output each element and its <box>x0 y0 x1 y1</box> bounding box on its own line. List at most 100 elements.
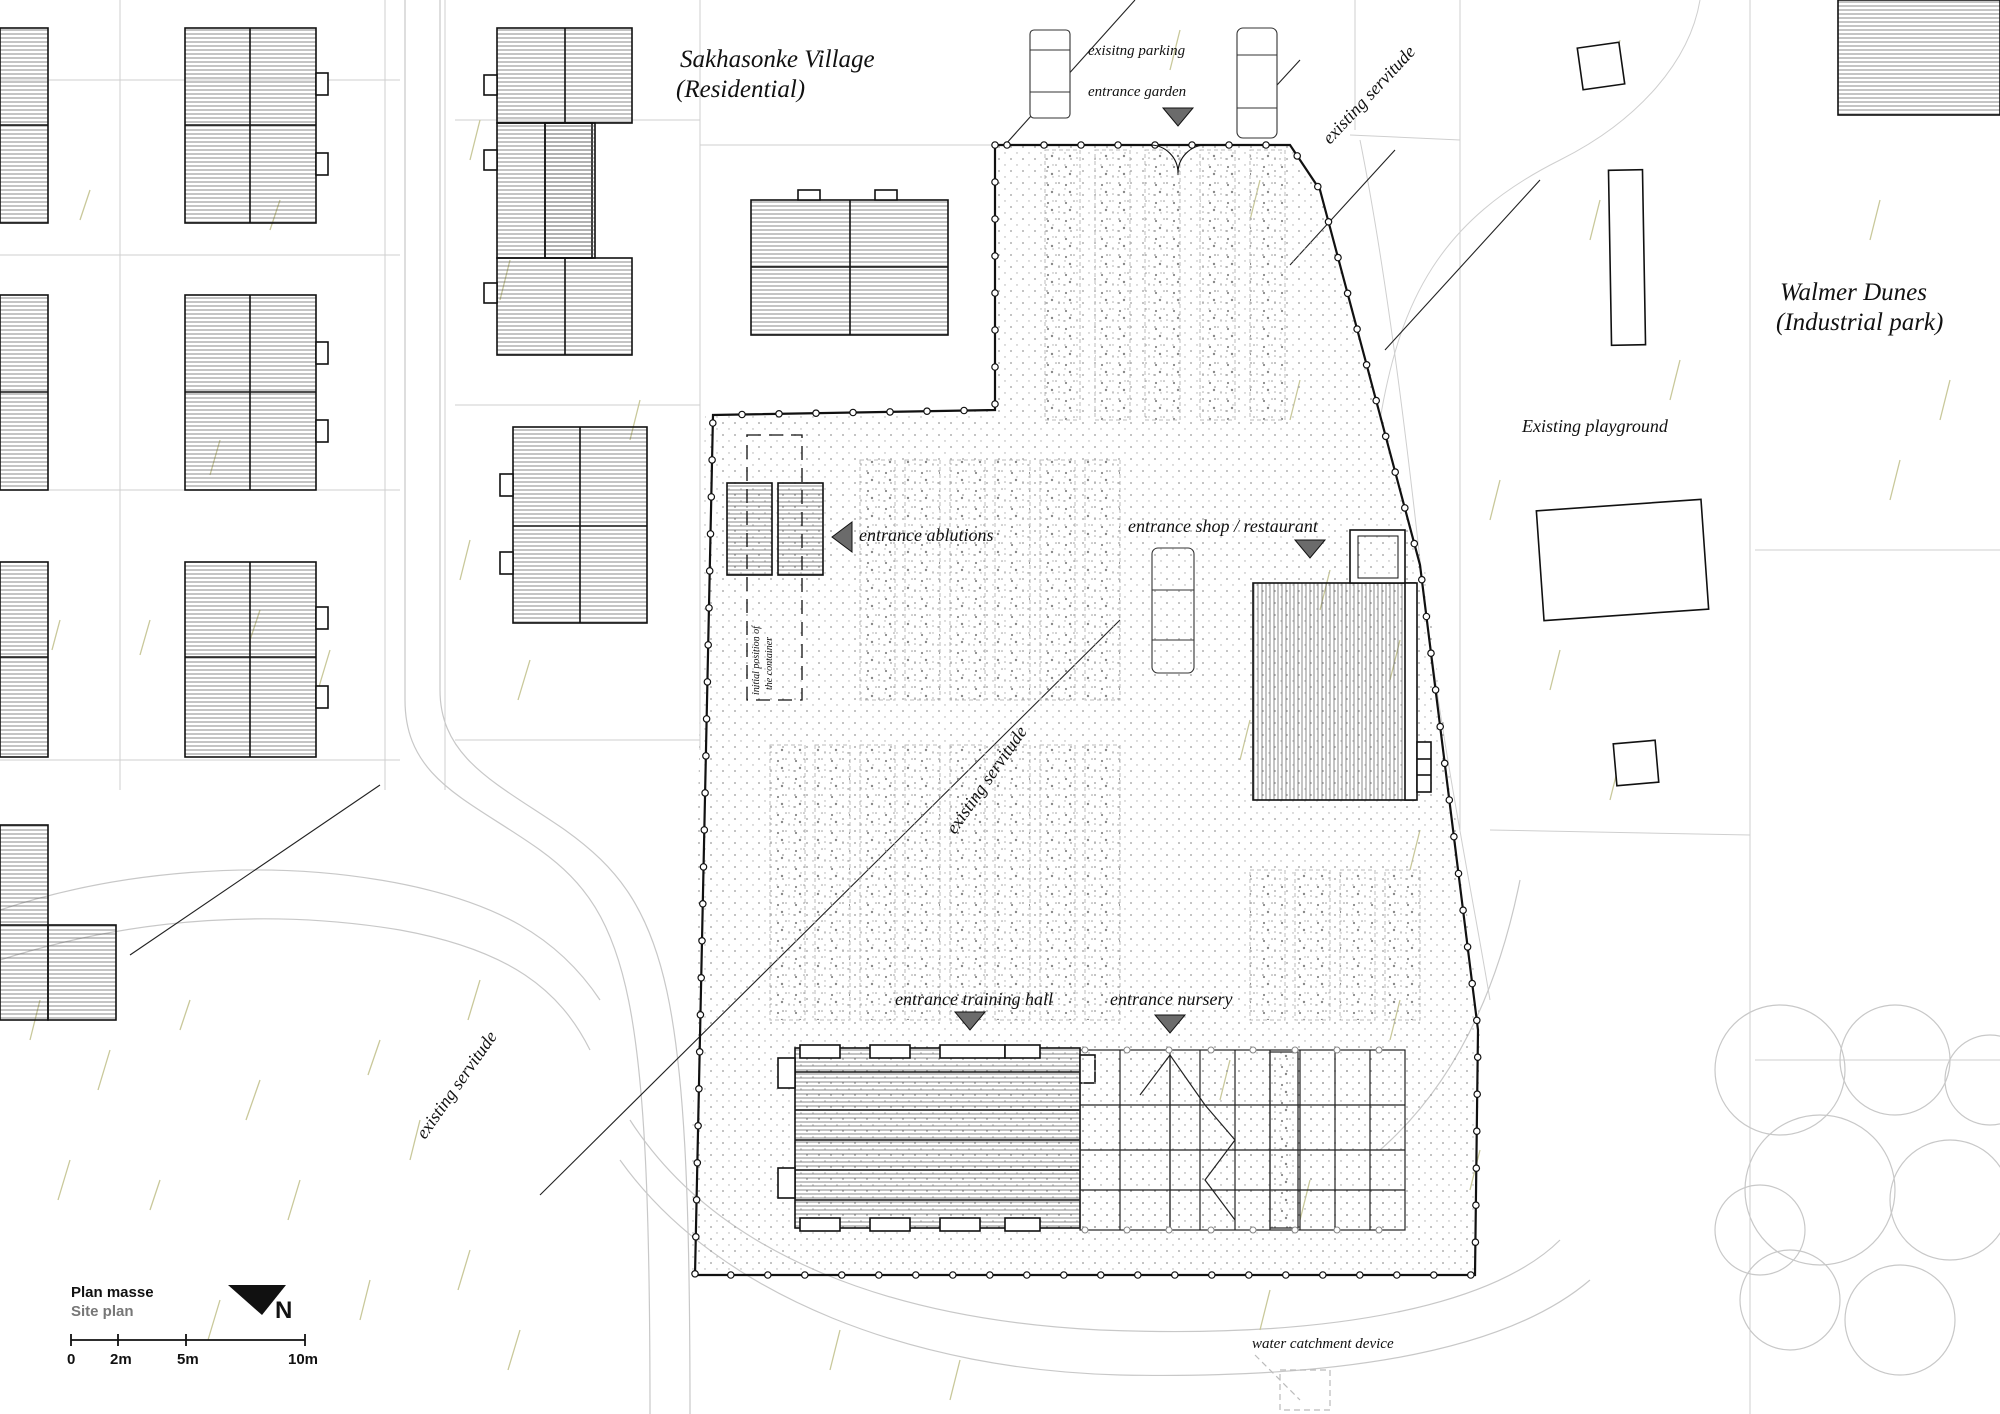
nursery-post <box>1333 1226 1341 1234</box>
fence-post <box>1262 141 1270 149</box>
fence-post <box>1391 468 1400 476</box>
entrance-garden-marker <box>1161 107 1195 127</box>
fence-post <box>960 406 968 415</box>
house <box>544 122 596 259</box>
fence-post <box>1468 979 1477 988</box>
fence-post <box>1362 360 1371 369</box>
entrance-shop-label: entrance shop / restaurant <box>1128 516 1319 536</box>
industrial-block <box>1576 41 1626 91</box>
fence-post <box>701 789 709 797</box>
fence-post <box>698 899 707 908</box>
nursery-post <box>1291 1226 1299 1234</box>
fence-post <box>800 1271 809 1279</box>
fence-post <box>1225 141 1233 149</box>
fence-post <box>705 567 714 575</box>
industrial-block <box>1607 168 1647 347</box>
fence-post <box>775 409 783 418</box>
fence-post <box>738 410 746 419</box>
fence-post <box>991 400 999 408</box>
fence-post <box>700 826 709 834</box>
playground-block <box>1535 498 1710 622</box>
fence-post <box>1171 1271 1179 1279</box>
fence-post <box>1245 1271 1253 1279</box>
fence-post <box>1471 1238 1480 1247</box>
entrance-shop-marker <box>1293 539 1327 559</box>
parking-label: exisitng parking <box>1088 43 1186 59</box>
fence-post <box>705 604 713 612</box>
training-hall <box>777 1044 1096 1232</box>
car <box>1029 29 1071 119</box>
fence-post <box>886 408 894 416</box>
fence-post <box>923 407 931 416</box>
fence-post <box>849 408 857 417</box>
servitude-top-label: existing servitude <box>1318 42 1419 148</box>
nursery-post <box>1207 1226 1215 1234</box>
fence-post <box>1427 649 1435 658</box>
fence-post <box>704 641 713 649</box>
fence-post <box>1459 906 1467 915</box>
fence-post <box>837 1271 846 1279</box>
nursery-post <box>1165 1226 1173 1234</box>
fence-post <box>699 863 708 871</box>
fence-post <box>1097 1271 1105 1279</box>
legend: Plan masse Site plan N 0 2m 5m 10m <box>67 1284 318 1368</box>
fence-post <box>991 178 999 186</box>
nursery-post <box>1375 1046 1383 1054</box>
nursery-post <box>1207 1046 1215 1054</box>
fence-post <box>1472 1201 1480 1210</box>
fence-post <box>1023 1271 1031 1279</box>
entrance-nursery-marker <box>1153 1014 1187 1034</box>
scale-label-2m: 2m <box>110 1351 132 1368</box>
fence-post <box>1436 722 1445 731</box>
scale-label-0: 0 <box>67 1351 75 1368</box>
legend-subtitle: Site plan <box>71 1303 134 1320</box>
nursery-post <box>1375 1226 1383 1234</box>
fence-post <box>874 1271 883 1279</box>
fence-post <box>695 1048 704 1056</box>
entrance-ablutions-label: entrance ablutions <box>859 525 993 545</box>
container-label-line2: the container <box>764 637 775 690</box>
site-fence <box>691 141 1482 1279</box>
nursery-post <box>1333 1046 1341 1054</box>
water-catchment-device <box>1254 1354 1331 1411</box>
fence-post <box>1314 182 1322 191</box>
servitude-left-label: existing servitude <box>412 1027 501 1142</box>
fence-post <box>708 456 716 464</box>
village-type-label: (Residential) <box>676 76 805 103</box>
industrial-block <box>1612 739 1660 787</box>
nursery-post <box>1123 1226 1131 1234</box>
garden-gate <box>1149 144 1207 174</box>
fence-post <box>1393 1271 1401 1279</box>
fence-post <box>991 289 999 297</box>
fence-post <box>1060 1271 1068 1279</box>
legend-title: Plan masse <box>71 1284 154 1301</box>
fence-post <box>1422 612 1431 621</box>
fence-post <box>1473 1053 1482 1062</box>
fence-post <box>812 409 820 418</box>
fence-post <box>1431 686 1440 694</box>
fence-post <box>763 1271 772 1279</box>
entrance-markers <box>831 107 1327 1034</box>
scale-label-5m: 5m <box>177 1351 199 1368</box>
playground-label: Existing playground <box>1521 416 1669 436</box>
fence-post <box>702 715 711 723</box>
fence-post <box>1134 1271 1142 1279</box>
entrance-ablutions-marker <box>831 521 853 553</box>
house <box>47 924 117 1021</box>
fence-post <box>1473 1127 1481 1136</box>
fence-post <box>1077 141 1085 149</box>
nursery-post <box>1081 1046 1089 1054</box>
entrance-nursery-label: entrance nursery <box>1110 989 1232 1009</box>
fence-post <box>911 1271 920 1279</box>
garden-beds <box>769 149 1421 1021</box>
fence-post <box>708 419 717 427</box>
fence-post <box>726 1271 735 1279</box>
entrance-training-marker <box>953 1011 987 1031</box>
house <box>0 561 49 758</box>
fence-post <box>1324 218 1333 226</box>
house <box>1837 0 2000 116</box>
fence-post <box>703 678 712 686</box>
fence-post <box>1293 152 1302 160</box>
nursery-greenhouse <box>1079 1046 1406 1234</box>
